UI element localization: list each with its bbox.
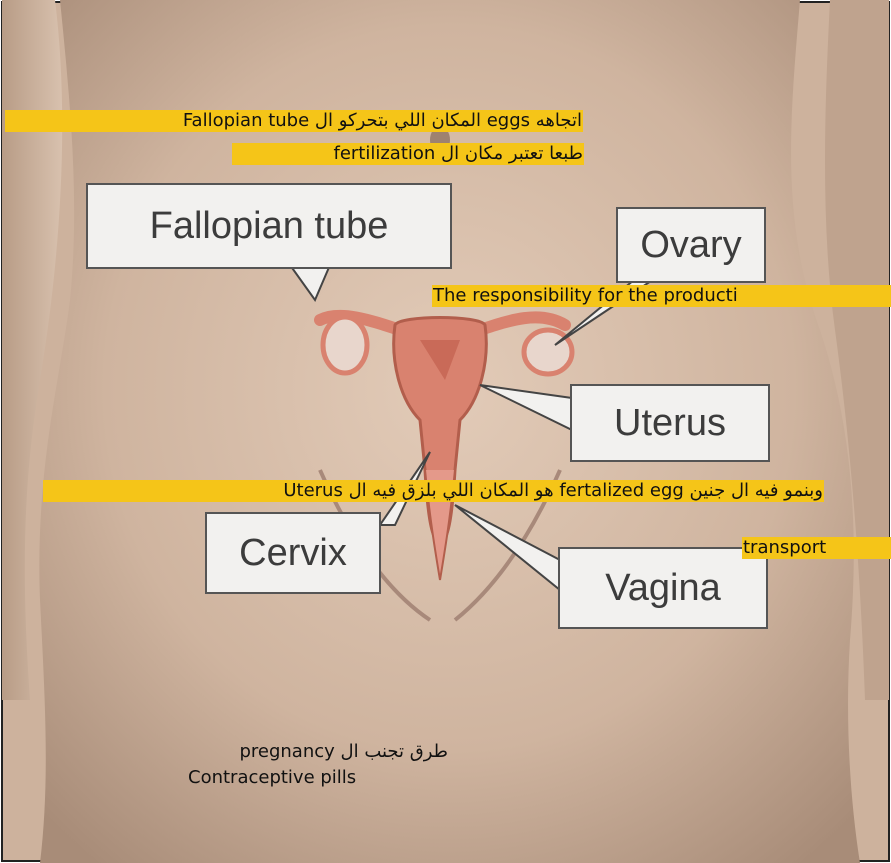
label-uterus: Uterus (570, 384, 770, 462)
note-contraception-line2: Contraceptive pills (188, 767, 356, 789)
label-cervix-text: Cervix (239, 532, 347, 575)
note-fallopian-line1: اتجاهه eggs المكان اللي بتحركو ال Fallop… (5, 110, 583, 132)
label-ovary-text: Ovary (640, 224, 741, 267)
ovary-left (323, 317, 367, 373)
label-vagina: Vagina (558, 547, 768, 629)
label-uterus-text: Uterus (614, 402, 726, 445)
label-fallopian-tube-text: Fallopian tube (150, 205, 389, 248)
note-ovary: The responsibility for the producti (432, 285, 891, 307)
note-contraception-line1: طرق تجنب ال pregnancy (188, 741, 448, 763)
note-uterus: وبنمو فيه ال جنين fertalized egg هو المك… (43, 480, 824, 502)
note-fallopian-line2: طبعا تعتبر مكان ال fertilization (232, 143, 584, 165)
label-cervix: Cervix (205, 512, 381, 594)
label-fallopian-tube: Fallopian tube (86, 183, 452, 269)
label-vagina-text: Vagina (605, 567, 721, 610)
note-vagina: transport (742, 537, 891, 559)
label-ovary: Ovary (616, 207, 766, 283)
